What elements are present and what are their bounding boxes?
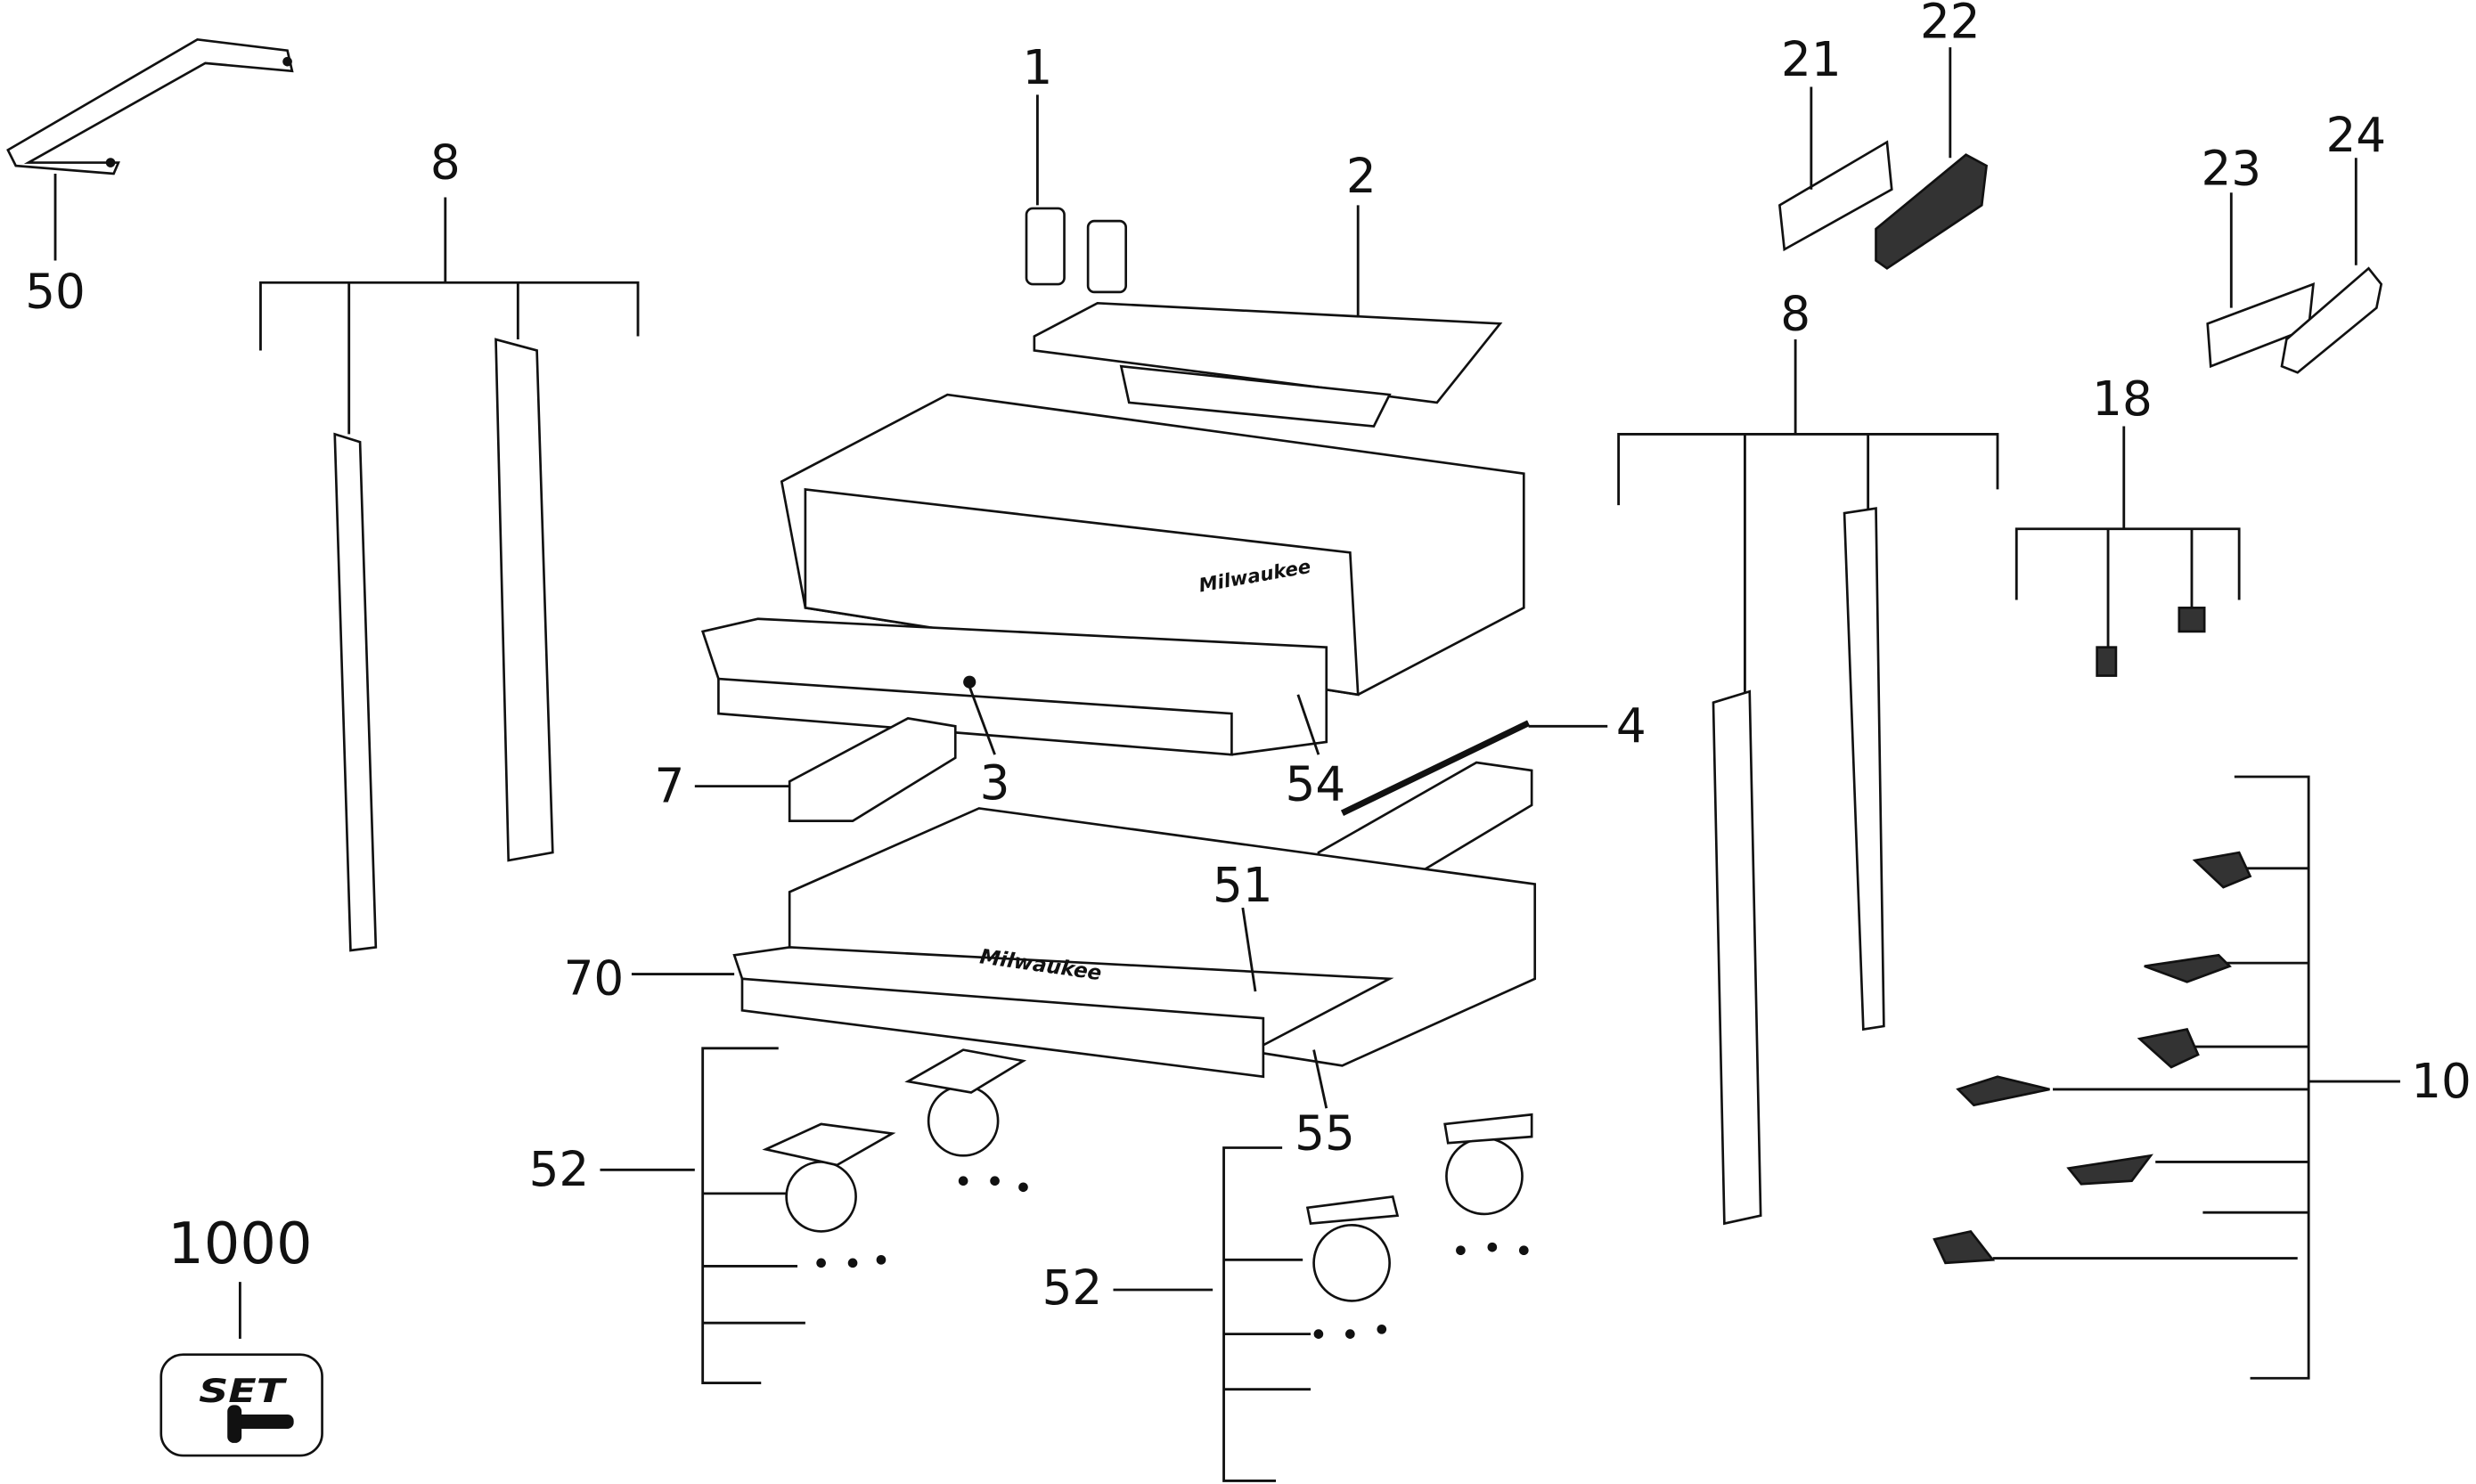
callout-18: 18	[2092, 371, 2153, 427]
callout-8-right: 8	[1780, 286, 1810, 341]
callout-24: 24	[2325, 108, 2386, 163]
callout-10: 10	[2411, 1054, 2472, 1109]
callout-21: 21	[1781, 32, 1842, 87]
callout-55: 55	[1295, 1105, 1355, 1161]
leader-3	[968, 686, 996, 755]
callout-54: 54	[1286, 757, 1346, 812]
callout-4: 4	[1616, 698, 1647, 754]
part-2-top-tray	[1033, 205, 1503, 428]
part-18-clips	[2014, 426, 2241, 677]
callout-51: 51	[1213, 858, 1273, 913]
callout-70: 70	[564, 951, 625, 1007]
part-10-feet	[1933, 775, 2400, 1380]
lower-cabinet: Milwaukee	[732, 807, 1537, 1079]
part-7-spacer	[694, 717, 957, 822]
part-1-cups	[1025, 94, 1127, 294]
part-23-24-bracket-strip	[2206, 158, 2383, 374]
callout-52-left: 52	[529, 1142, 590, 1197]
part-50-handle	[6, 37, 294, 261]
hammer-icon	[230, 1415, 294, 1429]
part-8-right-uprights	[1617, 339, 1999, 1226]
leader-51	[1241, 907, 1257, 992]
callout-1: 1	[1023, 40, 1053, 95]
callout-1000: 1000	[168, 1211, 312, 1277]
set-badge: SET	[159, 1353, 323, 1457]
callout-3: 3	[980, 755, 1010, 811]
part-52-casters-right	[1113, 1113, 1533, 1482]
callout-2: 2	[1346, 149, 1377, 204]
callout-8-left: 8	[430, 135, 461, 190]
set-badge-text: SET	[199, 1371, 288, 1409]
upper-cabinet: Milwaukee	[700, 393, 1525, 756]
callout-22: 22	[1920, 0, 1981, 50]
part-52-casters-left	[600, 1047, 1028, 1384]
leader-55	[1312, 1049, 1328, 1109]
callout-52-right: 52	[1042, 1260, 1103, 1316]
part-21-bracket	[1777, 47, 1989, 270]
leader-54	[1296, 694, 1320, 755]
part-8-left-uprights	[259, 197, 640, 952]
callout-23: 23	[2201, 141, 2261, 196]
callout-50: 50	[25, 265, 86, 320]
callout-7: 7	[655, 758, 685, 813]
